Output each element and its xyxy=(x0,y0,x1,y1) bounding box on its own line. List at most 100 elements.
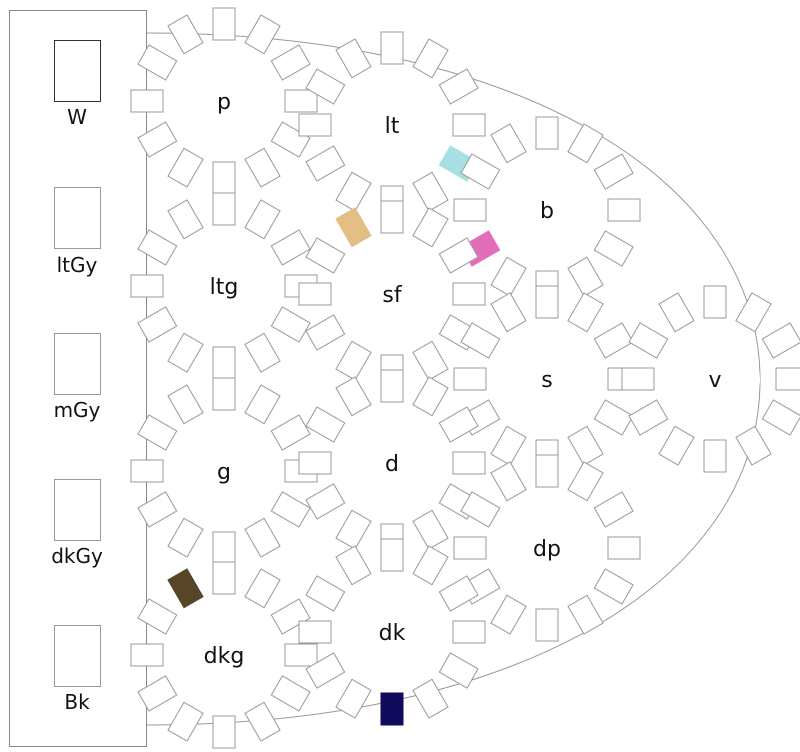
table-v: v xyxy=(621,285,800,473)
table-dkg: dkg xyxy=(130,561,318,749)
chair xyxy=(490,594,527,635)
chair xyxy=(137,414,178,451)
chair xyxy=(130,643,164,667)
chair xyxy=(438,652,479,689)
chair xyxy=(137,229,178,266)
chair xyxy=(167,199,204,240)
table-top xyxy=(347,80,437,170)
chair xyxy=(567,256,604,297)
chair xyxy=(628,399,669,436)
table-lt: lt xyxy=(298,31,486,219)
chair xyxy=(658,292,695,333)
chair xyxy=(137,598,178,635)
chair xyxy=(535,608,559,642)
table-label: s xyxy=(541,368,552,393)
chair xyxy=(298,620,332,644)
chair xyxy=(452,282,486,306)
chair xyxy=(244,14,281,55)
chair xyxy=(167,14,204,55)
table-ltg: ltg xyxy=(130,192,318,380)
table-b: b xyxy=(453,116,641,304)
chair xyxy=(703,439,727,473)
legend-item-w: W xyxy=(54,40,101,129)
chair xyxy=(335,376,372,417)
table-label: dk xyxy=(379,621,406,646)
chair xyxy=(244,147,281,188)
chair xyxy=(284,89,318,113)
table-label: dp xyxy=(533,537,561,562)
chair xyxy=(335,509,372,550)
chair xyxy=(567,123,604,164)
legend-label: W xyxy=(67,105,87,129)
chair xyxy=(380,538,404,572)
table-top xyxy=(502,165,592,255)
chair xyxy=(593,322,634,359)
chair-highlighted xyxy=(380,692,404,726)
table-top xyxy=(347,418,437,508)
legend-label: ltGy xyxy=(57,253,98,277)
chair xyxy=(284,643,318,667)
table-label: d xyxy=(385,452,399,477)
chair xyxy=(490,425,527,466)
chair xyxy=(438,575,479,612)
table-d: d xyxy=(298,369,486,557)
chair xyxy=(167,384,204,425)
chair xyxy=(270,229,311,266)
chair xyxy=(137,491,178,528)
chair xyxy=(490,292,527,333)
chair xyxy=(380,31,404,65)
chair xyxy=(270,675,311,712)
chair xyxy=(535,454,559,488)
chair xyxy=(412,38,449,79)
chair xyxy=(305,68,346,105)
chair xyxy=(490,256,527,297)
table-p: p xyxy=(130,7,318,195)
legend-swatch xyxy=(54,625,101,687)
chair xyxy=(270,121,311,158)
chair xyxy=(535,116,559,150)
chair xyxy=(567,461,604,502)
chair xyxy=(270,491,311,528)
table-top xyxy=(347,587,437,677)
chair xyxy=(244,517,281,558)
table-label: p xyxy=(217,90,231,115)
chair xyxy=(305,314,346,351)
legend-item-bk: Bk xyxy=(54,625,101,714)
chair xyxy=(607,198,641,222)
chair xyxy=(593,399,634,436)
chair xyxy=(607,536,641,560)
chair xyxy=(593,491,634,528)
chair xyxy=(453,198,487,222)
chair xyxy=(460,153,501,190)
table-top xyxy=(179,426,269,516)
chair xyxy=(593,153,634,190)
table-label: g xyxy=(217,460,231,485)
chair xyxy=(621,367,655,391)
table-top xyxy=(179,56,269,146)
chair xyxy=(244,199,281,240)
table-sf: sf xyxy=(298,200,486,388)
table-g: g xyxy=(130,377,318,565)
chair xyxy=(270,414,311,451)
legend-item-ltgy: ltGy xyxy=(54,187,101,277)
chair xyxy=(212,192,236,226)
legend-label: mGy xyxy=(54,398,101,422)
chair xyxy=(775,367,800,391)
chair xyxy=(130,89,164,113)
chair xyxy=(335,678,372,719)
table-s: s xyxy=(453,285,641,473)
chair xyxy=(658,425,695,466)
chair xyxy=(305,652,346,689)
chair xyxy=(412,545,449,586)
chair xyxy=(305,575,346,612)
legend-label: dkGy xyxy=(51,544,103,568)
chair xyxy=(335,545,372,586)
chair xyxy=(460,491,501,528)
chair xyxy=(380,369,404,403)
chair xyxy=(244,384,281,425)
chair xyxy=(335,340,372,381)
chair xyxy=(453,536,487,560)
chair xyxy=(567,425,604,466)
chair xyxy=(567,594,604,635)
chair xyxy=(212,346,236,380)
